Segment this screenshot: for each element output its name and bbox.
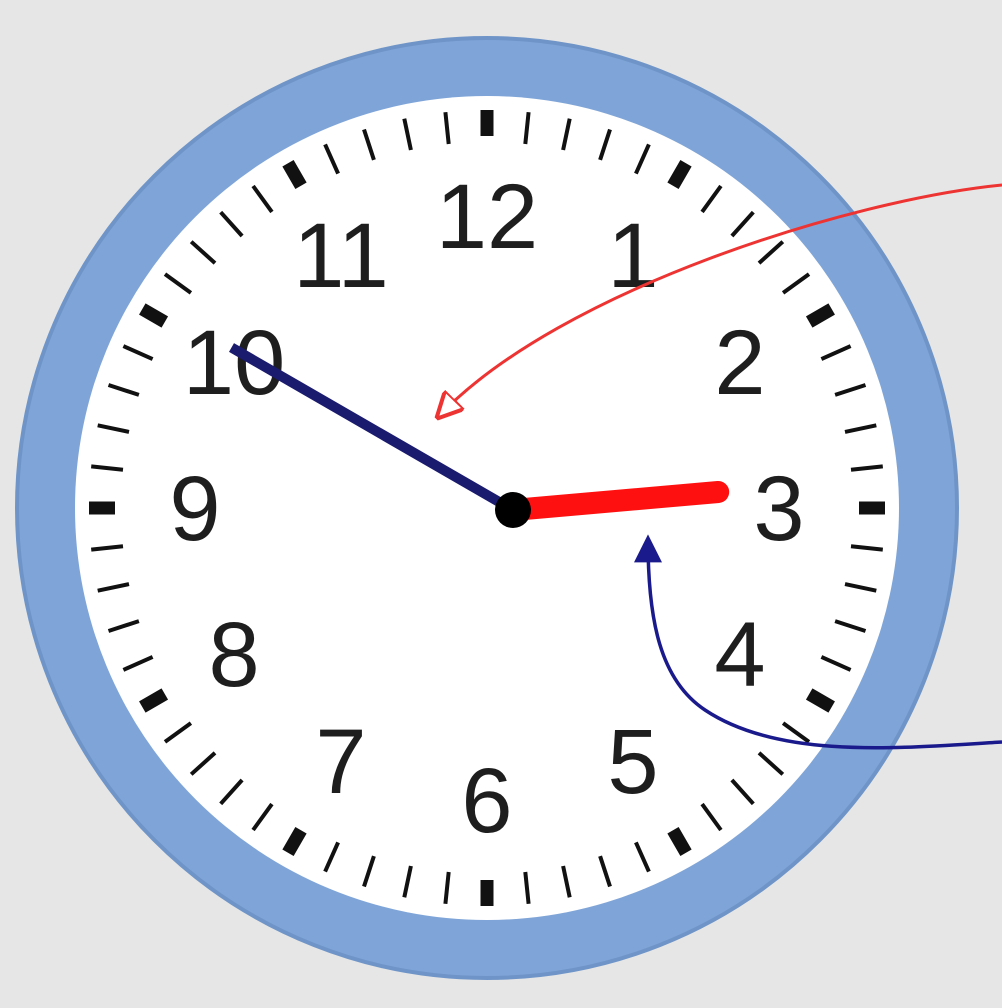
numeral-4: 4 — [714, 604, 765, 706]
numeral-8: 8 — [209, 604, 260, 706]
numeral-11: 11 — [293, 205, 389, 307]
numeral-10: 10 — [183, 312, 285, 414]
numeral-1: 1 — [607, 205, 658, 307]
numeral-3: 3 — [753, 458, 804, 560]
numeral-12: 12 — [436, 166, 538, 268]
numeral-2: 2 — [714, 312, 765, 414]
numeral-5: 5 — [607, 711, 658, 813]
numeral-7: 7 — [315, 711, 366, 813]
numeral-9: 9 — [169, 458, 220, 560]
hub — [495, 492, 531, 528]
numeral-6: 6 — [461, 750, 512, 852]
